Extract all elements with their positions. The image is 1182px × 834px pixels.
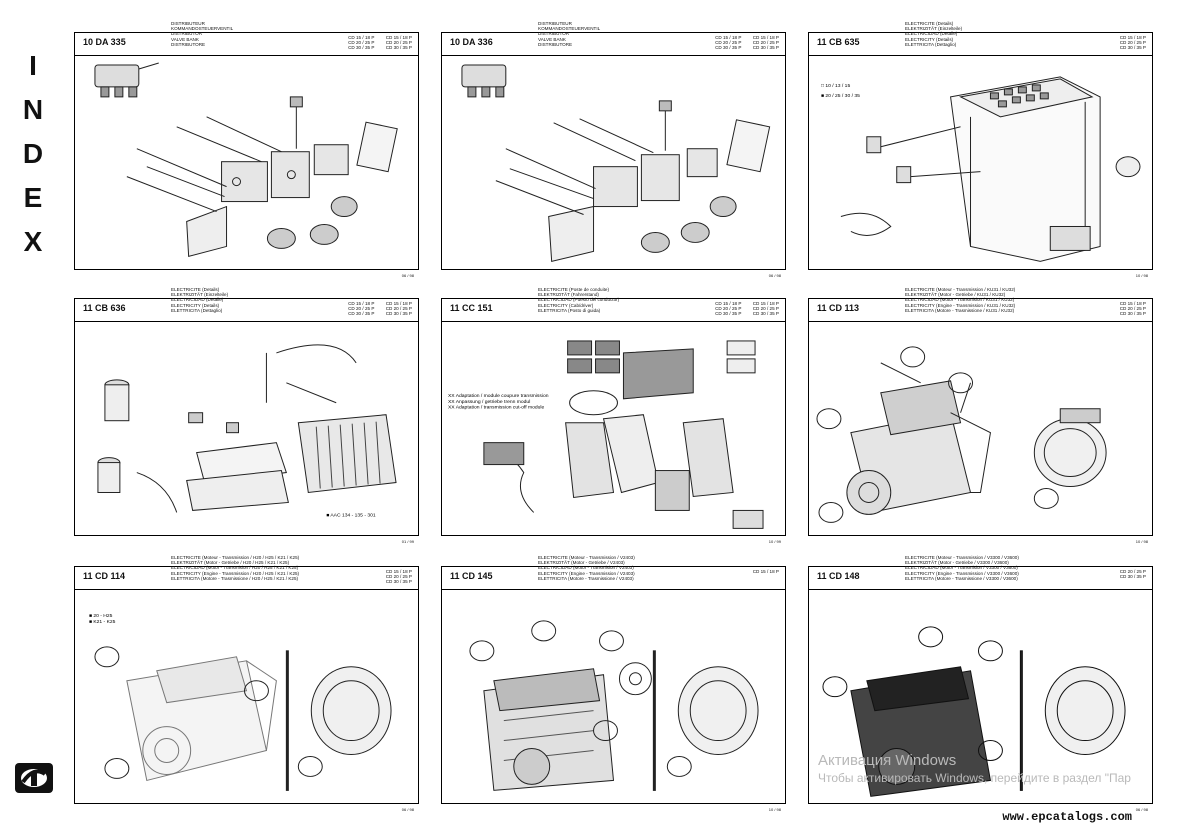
catalog-page-11cd148[interactable]: 11 CD 148 ELECTRICITE (Moteur - Transmis… <box>808 555 1153 812</box>
cab-electrical-drawing: □ 10 / 13 / 15 ■ 20 / 25 / 30 / 35 <box>821 76 1141 262</box>
driver-station-drawing: XX Adaptation / module coupure transmiss… <box>448 340 764 529</box>
index-letter: N <box>22 94 44 125</box>
engine-drawing <box>816 346 1107 523</box>
page-description: ELECTRICITE (Moteur - Transmission / V24… <box>538 555 635 581</box>
valve-bank-drawing <box>461 64 771 263</box>
windows-activation-watermark: Активация Windows Чтобы активировать Win… <box>818 752 1131 785</box>
page-description: ELECTRICITE (Moteur - Transmission / V33… <box>905 555 1019 581</box>
engine-drawing <box>469 620 759 791</box>
valve-bank-drawing <box>94 62 398 258</box>
svg-text:XX Adaptation / module coupure: XX Adaptation / module coupure transmiss… <box>448 393 549 399</box>
page-header: 11 CD 113 ELECTRICITE (Moteur - Transmis… <box>809 287 1152 322</box>
page-description: ELECTRICITE (Poste de conduite) ELEKTRIZ… <box>538 287 620 313</box>
page-header: 11 CD 145 ELECTRICITE (Moteur - Transmis… <box>442 555 785 590</box>
page-code: 10 DA 336 <box>450 37 493 47</box>
page-header: 11 CB 636 ELECTRICITE (Details) ELEKTRIZ… <box>75 287 418 322</box>
page-header: 11 CB 635 ELECTRICITE (Details) ELEKTRIZ… <box>809 21 1152 56</box>
svg-text:XX Adaptation / transmission c: XX Adaptation / transmission cut-off mod… <box>448 405 545 411</box>
page-description: ELECTRICITE (Moteur - Transmission / H20… <box>171 555 300 581</box>
page-code: 11 CB 636 <box>83 303 126 313</box>
model-list: CD 15 / 18 P <box>752 569 779 574</box>
catalog-page-11cd113[interactable]: 11 CD 113 ELECTRICITE (Moteur - Transmis… <box>808 287 1153 544</box>
page-code: 11 CB 635 <box>817 37 860 47</box>
catalog-page-10da335[interactable]: 10 DA 335 DISTRIBUTEUR KOMMANDOSTEUERVEN… <box>74 21 419 278</box>
watermark-title: Активация Windows <box>818 752 957 769</box>
catalog-page-11cb635[interactable]: 11 CB 635 ELECTRICITE (Details) ELEKTRIZ… <box>808 21 1153 278</box>
site-url[interactable]: www.epcatalogs.com <box>1002 810 1132 824</box>
svg-text:■ AAC 134 - 135 - 301: ■ AAC 134 - 135 - 301 <box>326 512 376 518</box>
page-description: DISTRIBUTEUR KOMMANDOSTEUERVENTIL DISTRI… <box>538 21 601 47</box>
catalog-page-10da336[interactable]: 10 DA 336 DISTRIBUTEUR KOMMANDOSTEUERVEN… <box>441 21 786 278</box>
watermark-text: Чтобы активировать Windows, перейдите в … <box>818 771 1131 785</box>
engine-drawing: ■ 20 - H25 ■ K21 - K25 <box>89 613 392 791</box>
engine-drawing <box>822 626 1126 797</box>
svg-text:■ K21 - K25: ■ K21 - K25 <box>89 619 116 625</box>
catalog-page-11cb636[interactable]: 11 CB 636 ELECTRICITE (Details) ELEKTRIZ… <box>74 287 419 544</box>
page-description: ELECTRICITE (Moteur - Transmission / KU3… <box>905 287 1016 313</box>
page-code: 11 CD 114 <box>83 571 126 581</box>
page-code: 10 DA 335 <box>83 37 126 47</box>
index-letter: D <box>22 138 44 169</box>
page-code: 11 CC 151 <box>450 303 493 313</box>
catalog-page-11cd145[interactable]: 11 CD 145 ELECTRICITE (Moteur - Transmis… <box>441 555 786 812</box>
catalog-page-11cd114[interactable]: 11 CD 114 ELECTRICITE (Moteur - Transmis… <box>74 555 419 812</box>
svg-text:■ 20 / 25 / 30 / 35: ■ 20 / 25 / 30 / 35 <box>821 93 860 99</box>
page-description: ELECTRICITE (Details) ELEKTRIZITÄT (Einz… <box>171 287 229 313</box>
page-code: 11 CD 145 <box>450 571 493 581</box>
catalog-page-11cc151[interactable]: 11 CC 151 ELECTRICITE (Poste de conduite… <box>441 287 786 544</box>
page-header: 11 CD 114 ELECTRICITE (Moteur - Transmis… <box>75 555 418 590</box>
page-header: 11 CC 151 ELECTRICITE (Poste de conduite… <box>442 287 785 322</box>
page-code: 11 CD 113 <box>817 303 860 313</box>
page-header: 11 CD 148 ELECTRICITE (Moteur - Transmis… <box>809 555 1152 590</box>
page-code: 11 CD 148 <box>817 571 860 581</box>
index-letter: I <box>29 50 37 81</box>
page-description: DISTRIBUTEUR KOMMANDOSTEUERVENTIL DISTRI… <box>171 21 234 47</box>
index-letter: X <box>23 226 43 257</box>
index-letter: E <box>23 182 43 213</box>
svg-text:XX Anpassung / getriebe trenn: XX Anpassung / getriebe trenn modul <box>448 399 530 405</box>
battery-wiring-drawing: ■ AAC 134 - 135 - 301 <box>97 344 397 518</box>
page-header: 10 DA 335 DISTRIBUTEUR KOMMANDOSTEUERVEN… <box>75 21 418 56</box>
index-vertical-title: I N D E X <box>16 44 50 264</box>
brand-logo-icon <box>15 763 53 793</box>
page-description: ELECTRICITE (Details) ELEKTRIZITÄT (Einz… <box>905 21 963 47</box>
page-header: 10 DA 336 DISTRIBUTEUR KOMMANDOSTEUERVEN… <box>442 21 785 56</box>
svg-text:□ 10 / 13 / 15: □ 10 / 13 / 15 <box>821 83 850 89</box>
svg-text:■ 20 - H25: ■ 20 - H25 <box>89 613 113 619</box>
